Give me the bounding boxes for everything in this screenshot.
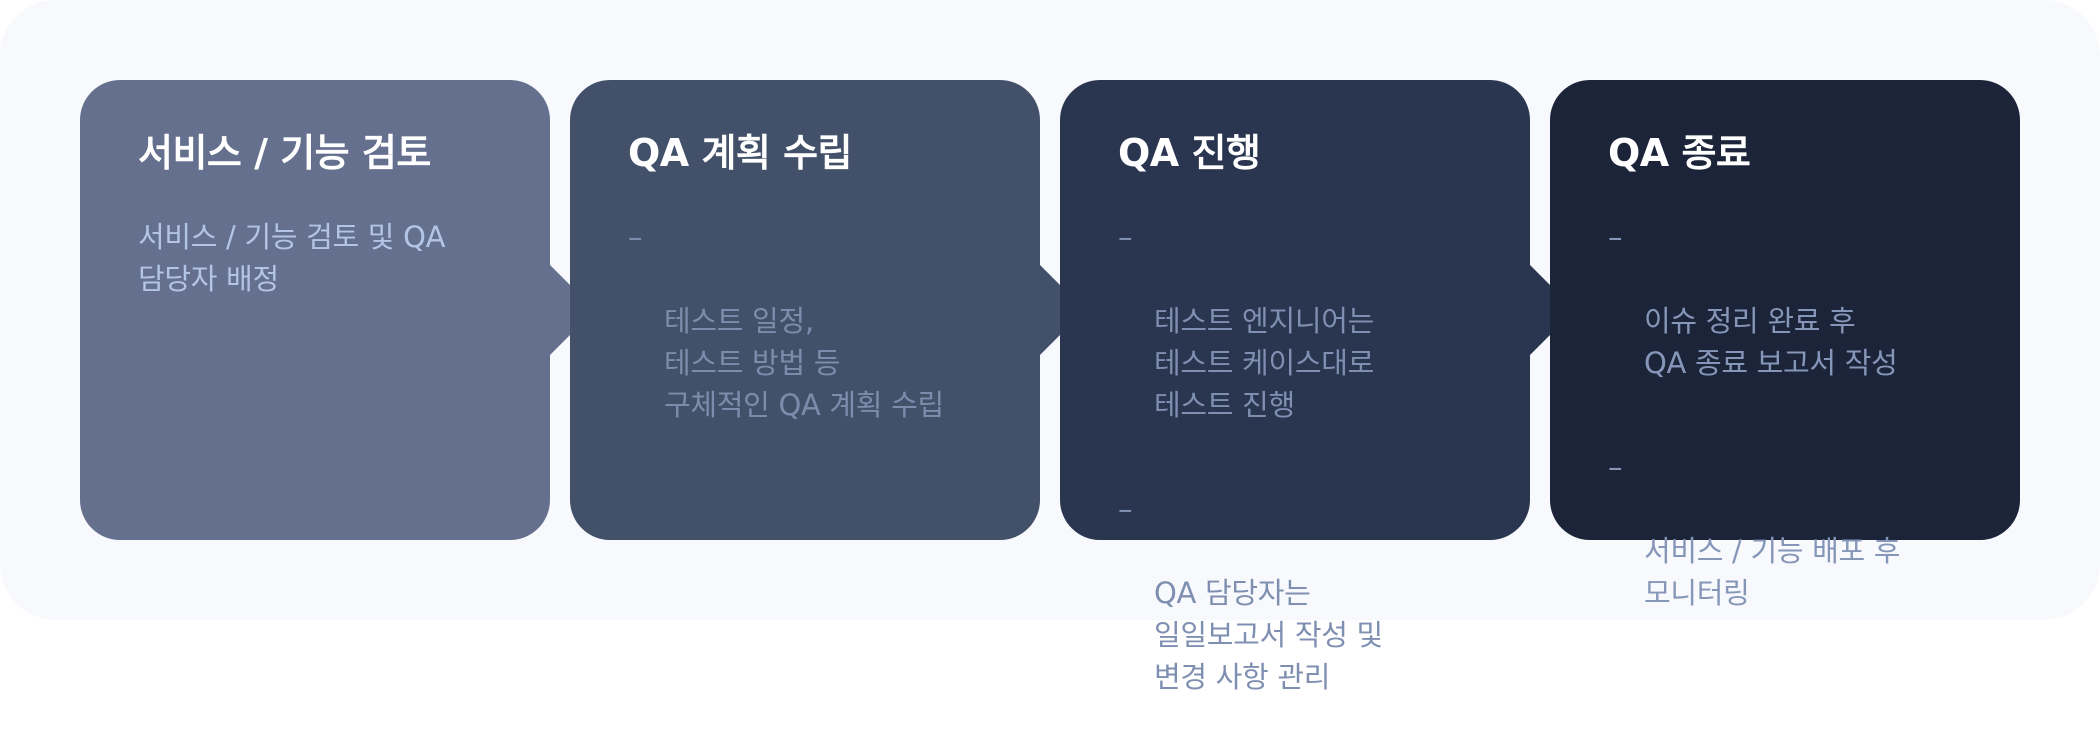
list-item: – 이슈 정리 완료 후 QA 종료 보고서 작성 <box>1608 216 1962 426</box>
list-item: – 테스트 엔지니어는 테스트 케이스대로 테스트 진행 <box>1118 216 1472 468</box>
dash-bullet-icon: – <box>1608 449 1623 484</box>
list-item-text: 이슈 정리 완료 후 QA 종료 보고서 작성 <box>1644 303 1898 380</box>
dash-bullet-icon: – <box>1118 491 1133 526</box>
step-card-review: 서비스 / 기능 검토 서비스 / 기능 검토 및 QA 담당자 배정 <box>80 80 595 540</box>
step-item-list: – 테스트 일정, 테스트 방법 등 구체적인 QA 계획 수립 <box>628 216 982 468</box>
step-title: QA 종료 <box>1608 131 1751 175</box>
list-item-text: 서비스 / 기능 배포 후 모니터링 <box>1644 533 1901 610</box>
list-item: – 테스트 일정, 테스트 방법 등 구체적인 QA 계획 수립 <box>628 216 982 468</box>
step-card-finish: QA 종료 – 이슈 정리 완료 후 QA 종료 보고서 작성 – 서비스 / … <box>1550 80 2020 610</box>
list-item: – QA 담당자는 일일보고서 작성 및 변경 사항 관리 <box>1118 488 1472 740</box>
step-card-progress: QA 진행 – 테스트 엔지니어는 테스트 케이스대로 테스트 진행 – QA … <box>1060 80 1575 694</box>
step-item-list: – 테스트 엔지니어는 테스트 케이스대로 테스트 진행 – QA 담당자는 일… <box>1118 216 1472 740</box>
dash-bullet-icon: – <box>1608 219 1623 254</box>
list-item-text: 테스트 일정, 테스트 방법 등 구체적인 QA 계획 수립 <box>664 303 944 422</box>
step-description: 서비스 / 기능 검토 및 QA 담당자 배정 <box>138 219 446 296</box>
dash-bullet-icon: – <box>1118 219 1133 254</box>
step-card-plan: QA 계획 수립 – 테스트 일정, 테스트 방법 등 구체적인 QA 계획 수… <box>570 80 1085 540</box>
process-diagram: 서비스 / 기능 검토 서비스 / 기능 검토 및 QA 담당자 배정 QA 계… <box>80 80 2020 694</box>
step-item-list: – 이슈 정리 완료 후 QA 종료 보고서 작성 – 서비스 / 기능 배포 … <box>1608 216 1962 656</box>
dash-bullet-icon: – <box>628 219 643 254</box>
step-title: QA 계획 수립 <box>628 131 853 175</box>
step-title: QA 진행 <box>1118 131 1261 175</box>
list-item: – 서비스 / 기능 배포 후 모니터링 <box>1608 446 1962 656</box>
list-item-text: QA 담당자는 일일보고서 작성 및 변경 사항 관리 <box>1154 575 1383 694</box>
step-title: 서비스 / 기능 검토 <box>138 131 431 175</box>
list-item-text: 테스트 엔지니어는 테스트 케이스대로 테스트 진행 <box>1154 303 1374 422</box>
